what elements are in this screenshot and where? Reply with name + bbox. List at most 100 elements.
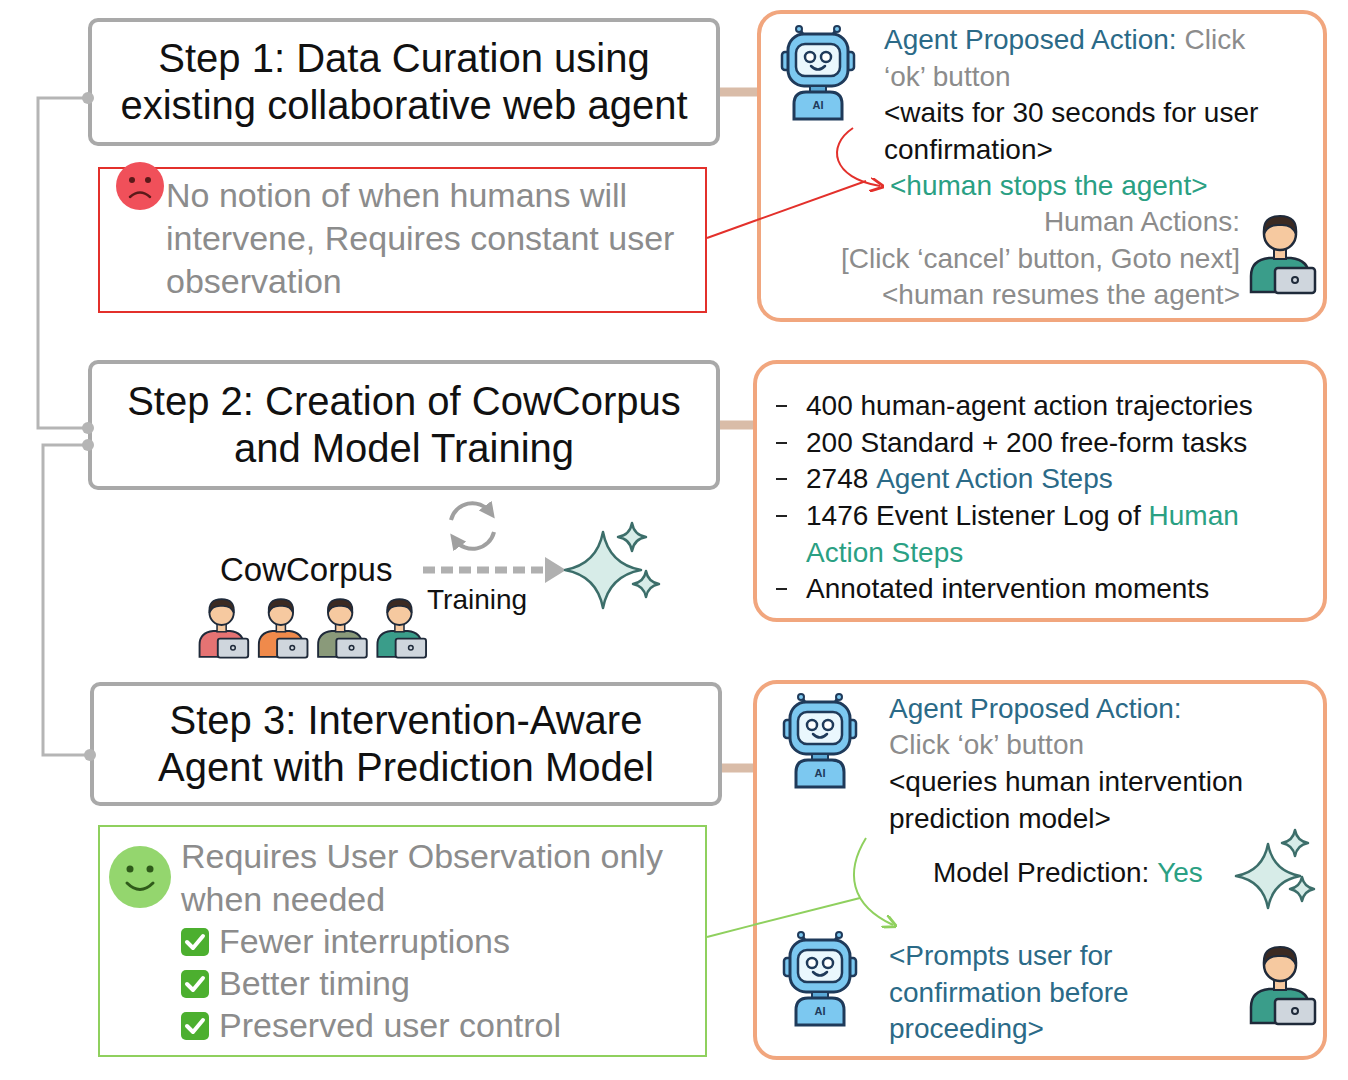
training-arrow bbox=[423, 557, 566, 583]
problem-box: No notion of when humans will intervene,… bbox=[98, 167, 707, 313]
text-block: Human Actions: bbox=[781, 204, 1240, 241]
robot-icon bbox=[782, 26, 854, 119]
text-wrap: Step 3: Intervention-Aware Agent with Pr… bbox=[94, 686, 718, 802]
node-text: Human Actions: bbox=[1044, 206, 1240, 237]
node-text: Preserved user control bbox=[219, 1006, 561, 1044]
corpus-label: CowCorpus bbox=[220, 551, 392, 589]
step-box: Step 3: Intervention-Aware Agent with Pr… bbox=[90, 682, 722, 806]
text-block: [Click ‘cancel’ button, Goto next] bbox=[781, 241, 1240, 278]
bullet-dash bbox=[776, 442, 787, 444]
bullet-dash bbox=[776, 588, 787, 590]
human-icon bbox=[318, 599, 367, 658]
connector-dot bbox=[82, 439, 94, 451]
robot-badge: AI bbox=[815, 1005, 826, 1018]
step-box: Step 1: Data Curation using existing col… bbox=[88, 18, 720, 146]
example-panel: Agent Proposed Action: Click ‘ok’ button <… bbox=[753, 680, 1327, 1060]
text-block: Agent Proposed Action:Click ‘ok’ button bbox=[884, 22, 1289, 95]
node-text: Annotated intervention moments bbox=[806, 573, 1209, 604]
text-block: <human resumes the agent> bbox=[781, 277, 1240, 314]
node-text: Click ‘ok’ button bbox=[889, 729, 1084, 760]
step-box: Step 2: Creation of CowCorpus and Model … bbox=[88, 360, 720, 490]
connector bbox=[722, 764, 753, 773]
annotator-icons bbox=[200, 599, 426, 658]
human-icon bbox=[1251, 947, 1315, 1024]
text-block: 1476 Event Listener Log ofHuman Action S… bbox=[806, 498, 1296, 571]
text-block: <waits for 30 seconds for user confirmat… bbox=[884, 95, 1304, 168]
connector bbox=[707, 925, 753, 937]
node-text: Better timing bbox=[219, 964, 410, 1002]
node-text: Step 2: Creation of CowCorpus and Model … bbox=[127, 379, 681, 470]
callout-curve bbox=[854, 838, 893, 925]
node-text: No notion of when humans will intervene,… bbox=[166, 176, 674, 300]
node-text: 200 Standard + 200 free-form tasks bbox=[806, 427, 1247, 458]
robot-badge: AI bbox=[815, 767, 826, 780]
node-text: [Click ‘cancel’ button, Goto next] bbox=[841, 243, 1240, 274]
node-text: <human stops the agent> bbox=[890, 170, 1208, 201]
sparkle-icon bbox=[565, 523, 659, 608]
text-block: Step 2: Creation of CowCorpus and Model … bbox=[104, 378, 704, 472]
connector bbox=[720, 87, 757, 96]
connector-dot bbox=[82, 422, 94, 434]
node-text: Agent Proposed Action: bbox=[884, 24, 1177, 55]
node-text: Model Prediction: bbox=[933, 857, 1149, 888]
text-block: <Prompts user for confirmation before pr… bbox=[889, 938, 1174, 1048]
check-icon bbox=[181, 928, 209, 956]
node-text: <human resumes the agent> bbox=[882, 279, 1240, 310]
text-block: <queries human intervention prediction m… bbox=[889, 764, 1289, 837]
node-text: <Prompts user for confirmation before pr… bbox=[889, 940, 1129, 1044]
check-icon bbox=[181, 1012, 209, 1040]
text-block: Agent Proposed Action: bbox=[889, 691, 1289, 728]
callout-line bbox=[753, 898, 860, 925]
node-text: Yes bbox=[1157, 857, 1203, 888]
connector bbox=[707, 220, 757, 238]
text-block: <human stops the agent> bbox=[890, 168, 1310, 205]
robot-badge: AI bbox=[813, 99, 824, 112]
bullet-dash bbox=[776, 478, 787, 480]
node-text: Requires User Observation only when need… bbox=[181, 837, 663, 918]
text-block: Better timing bbox=[219, 962, 689, 1005]
text-block: Model Prediction: Yes bbox=[933, 855, 1253, 892]
benefit-box: Requires User Observation only when need… bbox=[98, 825, 707, 1057]
node-text: 1476 Event Listener Log of bbox=[806, 500, 1141, 531]
text-block: 400 human-agent action trajectories bbox=[806, 388, 1306, 425]
connector bbox=[43, 445, 90, 755]
example-panel: Agent Proposed Action:Click ‘ok’ button<… bbox=[757, 10, 1327, 322]
callout-line bbox=[757, 181, 866, 220]
sad-face-icon bbox=[116, 162, 164, 210]
node-text: Agent Proposed Action: bbox=[889, 693, 1182, 724]
smiley-icon bbox=[109, 846, 171, 908]
bullet-dash bbox=[776, 515, 787, 517]
human-icon bbox=[200, 599, 249, 658]
connector bbox=[38, 98, 88, 428]
callout-curve bbox=[837, 128, 880, 186]
arrow-label: Training bbox=[427, 584, 527, 616]
node-text: Fewer interruptions bbox=[219, 922, 510, 960]
check-icon bbox=[181, 970, 209, 998]
text-block: Preserved user control bbox=[219, 1004, 689, 1047]
connector bbox=[720, 420, 753, 429]
node-text: 2748 bbox=[806, 463, 868, 494]
node-text: Step 1: Data Curation using existing col… bbox=[120, 36, 687, 127]
stats-panel: 400 human-agent action trajectories200 S… bbox=[753, 360, 1327, 622]
text-block: No notion of when humans will intervene,… bbox=[166, 174, 701, 303]
node-text: Agent Action Steps bbox=[876, 463, 1113, 494]
text-block: Step 1: Data Curation using existing col… bbox=[104, 35, 704, 129]
text-block: Step 3: Intervention-Aware Agent with Pr… bbox=[126, 697, 686, 791]
node-text: <waits for 30 seconds for user confirmat… bbox=[884, 97, 1258, 165]
sparkle-icon bbox=[1236, 830, 1314, 908]
human-icon bbox=[377, 599, 426, 658]
node-text: Step 3: Intervention-Aware Agent with Pr… bbox=[158, 698, 654, 789]
text-wrap: Step 2: Creation of CowCorpus and Model … bbox=[92, 364, 716, 486]
text-block: Click ‘ok’ button bbox=[889, 727, 1289, 764]
text-wrap: Step 1: Data Curation using existing col… bbox=[92, 22, 716, 142]
text-block: 200 Standard + 200 free-form tasks bbox=[806, 425, 1306, 462]
robot-icon bbox=[784, 932, 856, 1025]
human-icon bbox=[259, 599, 308, 658]
text-block: Annotated intervention moments bbox=[806, 571, 1306, 608]
cycle-icon bbox=[451, 503, 494, 549]
connector-dot bbox=[82, 92, 94, 104]
connector-dot bbox=[84, 749, 96, 761]
